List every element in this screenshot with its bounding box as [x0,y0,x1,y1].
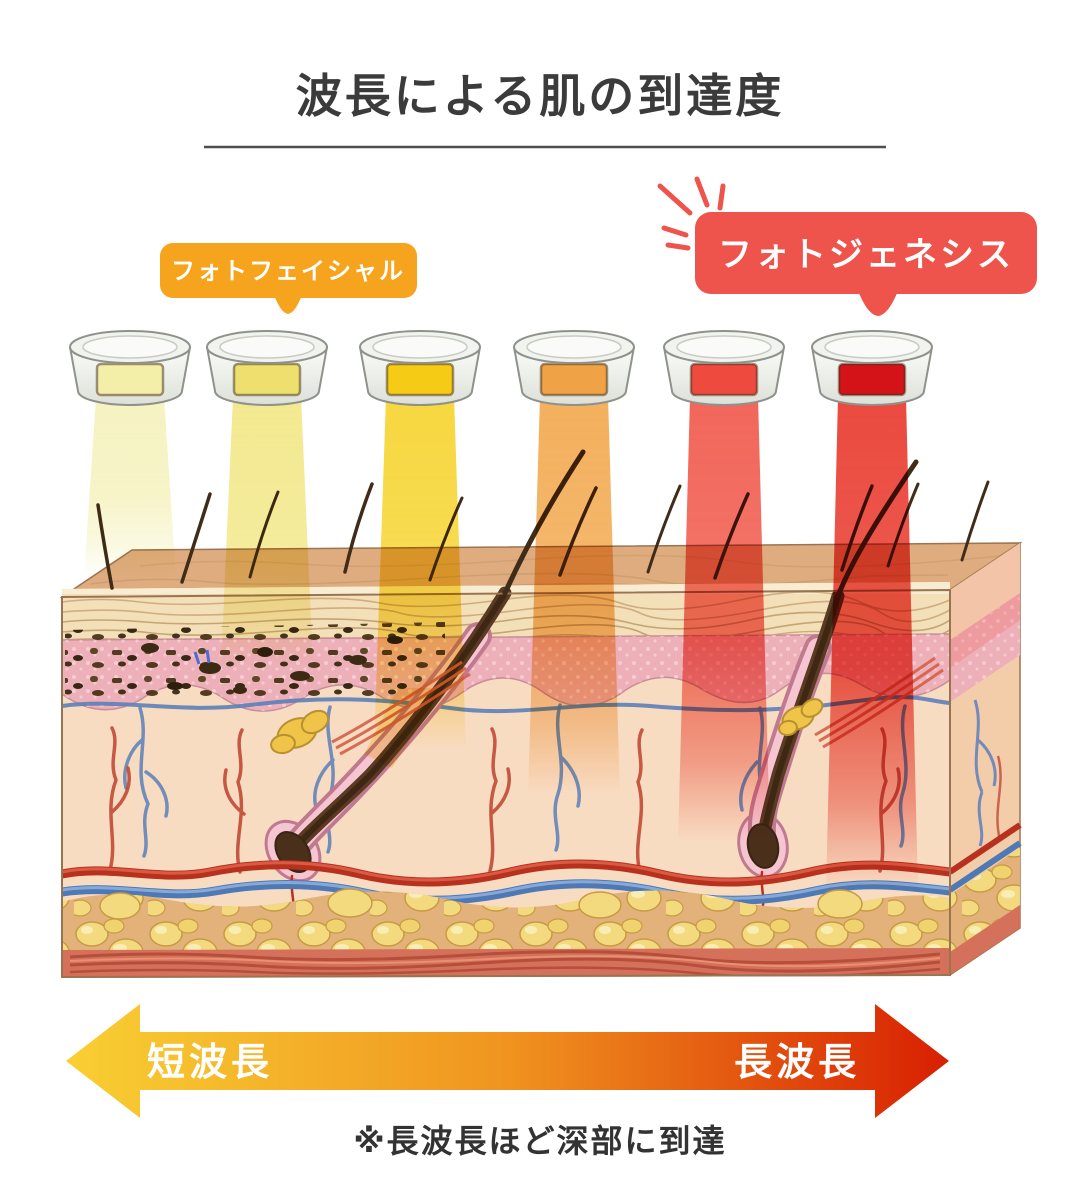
sebaceous-gland-a [270,709,330,755]
wavelength-arrow: 短波長 長波長 [66,1004,949,1118]
sebaceous-gland-b [778,698,824,737]
device-6 [811,330,933,406]
muscle-layer [62,948,950,978]
device-1-beam [84,397,176,578]
side-face-red-glow [950,543,1020,668]
fat-layer [62,888,950,952]
bubble-photogenesis: フォトジェネシス [695,212,1037,316]
device-5-beam [678,397,770,842]
ipl-devices [69,330,933,406]
bubble-photogenesis-label: フォトジェネシス [718,236,1014,274]
skin-block [59,449,1023,979]
device-4 [513,330,635,406]
device-6-beam [826,397,918,890]
light-beams [84,397,918,890]
bubble-photofacial: フォトフェイシャル [160,243,417,314]
device-3 [359,330,481,406]
sparkle-icon [657,176,726,251]
device-4-window [539,362,609,397]
skin-side-face [948,541,1022,977]
device-2-beam [221,397,313,665]
basal-blue-marks [193,649,211,665]
device-2-window [232,362,302,397]
device-4-beam [528,397,620,795]
device-6-window [837,362,907,397]
front-face-outline [61,588,951,979]
device-1 [69,330,191,406]
device-5-window [689,362,759,397]
device-2 [206,330,328,406]
footnote: ※長波長ほど深部に到達 [353,1123,726,1159]
short-wavelength-label: 短波長 [147,1042,273,1084]
bubble-photofacial-label: フォトフェイシャル [171,258,405,285]
artery [62,859,950,887]
page-title: 波長による肌の到達度 [296,70,785,122]
device-3-window [385,362,455,397]
device-1-window [95,362,165,397]
long-wavelength-label: 長波長 [734,1042,860,1084]
vein [62,879,950,905]
device-5 [663,330,785,406]
beam-3-scatter [364,688,444,768]
device-3-beam [374,397,466,750]
